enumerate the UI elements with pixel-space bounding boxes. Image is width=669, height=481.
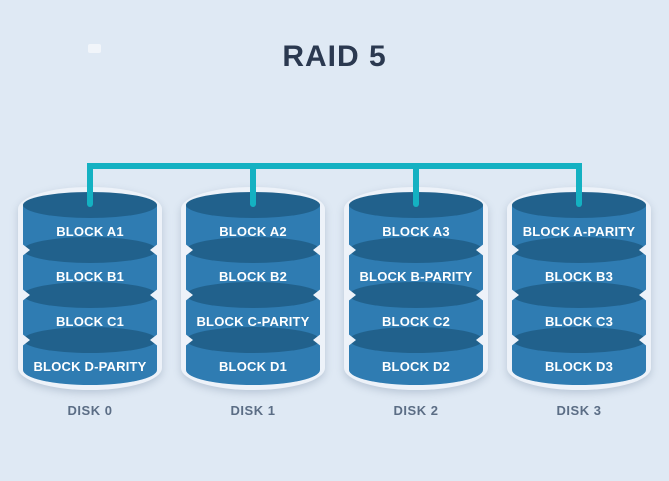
disk-0-cylinder: BLOCK A1 BLOCK B1 BLOCK C1 BLOCK D-PARIT…: [23, 192, 157, 385]
block-segment: BLOCK D3: [512, 327, 646, 385]
bus-drop-disk-2: [413, 163, 419, 207]
cylinder-top-ellipse: [23, 327, 157, 353]
block-label: BLOCK A2: [219, 224, 287, 239]
cylinder-top-ellipse: [23, 237, 157, 263]
disk-0-label: DISK 0: [67, 403, 113, 418]
diagram-title: RAID 5: [282, 40, 387, 73]
block-label: BLOCK D1: [218, 359, 288, 374]
cylinder-top-ellipse: [349, 237, 483, 263]
cylinder-top-ellipse: [349, 327, 483, 353]
cylinder-top-ellipse: [512, 282, 646, 308]
disk-2: BLOCK A3 BLOCK B-PARITY BLOCK C2 BLOCK D…: [344, 187, 488, 390]
cylinder-top-ellipse: [186, 327, 320, 353]
block-label: BLOCK B2: [218, 269, 288, 284]
cylinder-top-ellipse: [512, 237, 646, 263]
cylinder-top-ellipse: [186, 282, 320, 308]
block-label: BLOCK A-PARITY: [522, 224, 636, 239]
disk-1-cylinder: BLOCK A2 BLOCK B2 BLOCK C-PARITY BLOCK D…: [186, 192, 320, 385]
bus-drop-disk-1: [250, 163, 256, 207]
disk-2-cylinder-outline: BLOCK A3 BLOCK B-PARITY BLOCK C2 BLOCK D…: [344, 187, 488, 390]
disk-3-cylinder-outline: BLOCK A-PARITY BLOCK B3 BLOCK C3 BLOCK D…: [507, 187, 651, 390]
cylinder-top-ellipse: [186, 237, 320, 263]
bus-line-horizontal: [87, 163, 582, 169]
cylinder-top-ellipse: [23, 282, 157, 308]
block-label: BLOCK A1: [56, 224, 124, 239]
block-label: BLOCK C-PARITY: [196, 314, 310, 329]
block-label: BLOCK D-PARITY: [33, 359, 147, 374]
block-segment: BLOCK C2: [349, 282, 483, 340]
bus-drop-disk-0: [87, 163, 93, 207]
block-label: BLOCK C3: [544, 314, 614, 329]
disk-3-cylinder: BLOCK A-PARITY BLOCK B3 BLOCK C3 BLOCK D…: [512, 192, 646, 385]
disk-0-cylinder-outline: BLOCK A1 BLOCK B1 BLOCK C1 BLOCK D-PARIT…: [18, 187, 162, 390]
disk-0: BLOCK A1 BLOCK B1 BLOCK C1 BLOCK D-PARIT…: [18, 187, 162, 390]
disk-3-label: DISK 3: [556, 403, 602, 418]
disk-1-label: DISK 1: [230, 403, 276, 418]
block-segment: BLOCK D1: [186, 327, 320, 385]
block-label: BLOCK B1: [55, 269, 125, 284]
block-label: BLOCK D2: [381, 359, 451, 374]
block-segment: BLOCK D-PARITY: [23, 327, 157, 385]
disk-2-cylinder: BLOCK A3 BLOCK B-PARITY BLOCK C2 BLOCK D…: [349, 192, 483, 385]
block-segment: BLOCK D2: [349, 327, 483, 385]
bus-drop-disk-3: [576, 163, 582, 207]
block-label: BLOCK C2: [381, 314, 451, 329]
cylinder-top-ellipse: [349, 282, 483, 308]
block-label: BLOCK B-PARITY: [359, 269, 473, 284]
disk-2-label: DISK 2: [393, 403, 439, 418]
disk-3: BLOCK A-PARITY BLOCK B3 BLOCK C3 BLOCK D…: [507, 187, 651, 390]
block-label: BLOCK C1: [55, 314, 125, 329]
block-label: BLOCK D3: [544, 359, 614, 374]
background-artifact-dot: [88, 44, 101, 53]
disk-1-cylinder-outline: BLOCK A2 BLOCK B2 BLOCK C-PARITY BLOCK D…: [181, 187, 325, 390]
block-label: BLOCK B3: [544, 269, 614, 284]
block-label: BLOCK A3: [382, 224, 450, 239]
disk-1: BLOCK A2 BLOCK B2 BLOCK C-PARITY BLOCK D…: [181, 187, 325, 390]
cylinder-top-ellipse: [512, 327, 646, 353]
